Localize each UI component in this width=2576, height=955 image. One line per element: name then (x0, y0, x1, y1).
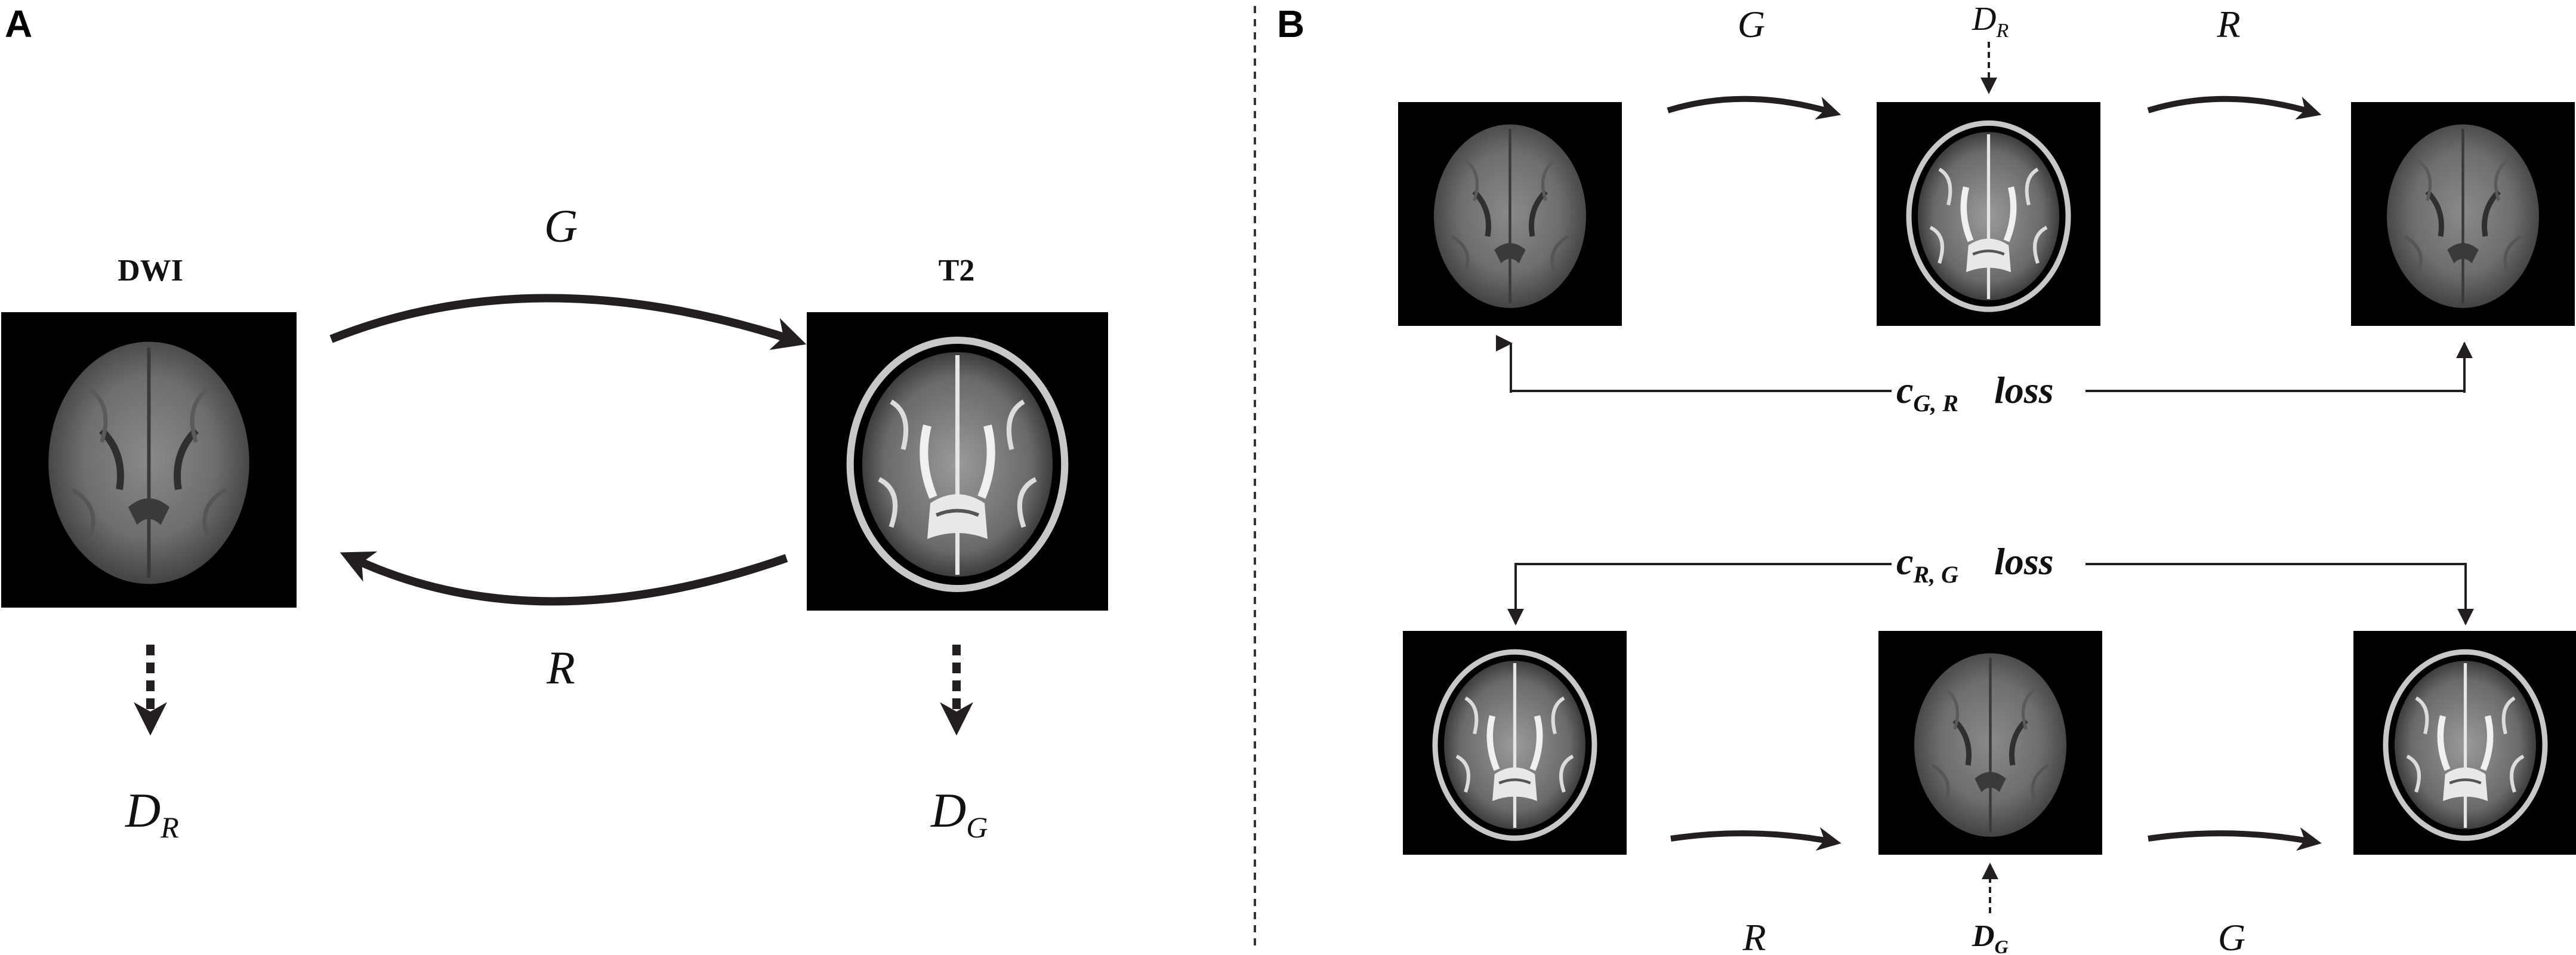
top-loss-word: loss (1994, 369, 2054, 411)
top-disc-sub: R (1995, 20, 2009, 42)
top-discriminator-label: DR (1972, 1, 2009, 42)
top-disc-main: D (1972, 1, 1996, 38)
generator-r-arrow (340, 551, 788, 606)
top-dwi-reconstructed-icon (2351, 102, 2575, 326)
top-cycle-loss-label: cG, R loss (1896, 369, 2054, 417)
bottom-g-label: G (2218, 916, 2245, 955)
top-g-label: G (1738, 3, 1765, 45)
bottom-discriminator-label: DG (1972, 919, 2009, 955)
panel-a-label: A (5, 2, 32, 45)
panel-b-label: B (1277, 2, 1304, 45)
top-t2-generated-icon (1877, 102, 2100, 326)
bottom-r-arrow (1670, 827, 1841, 851)
top-c-sub: G, R (1913, 390, 1958, 417)
discriminator-dg-label: DG (930, 783, 988, 844)
bottom-disc-main: D (1972, 919, 1995, 953)
generator-g-arrow (329, 294, 807, 350)
bottom-c-sub: R, G (1912, 561, 1958, 588)
t2-label: T2 (939, 254, 975, 288)
brain-mri-t2-icon (807, 312, 1108, 611)
bottom-g-arrow (2148, 827, 2322, 851)
top-r-label: R (2216, 3, 2240, 45)
r-label: R (546, 642, 575, 694)
bottom-disc-sub: G (1995, 936, 2009, 955)
brain-mri-dwi-icon (1, 312, 297, 608)
bottom-t2-input-icon (1403, 631, 1627, 855)
dg-main: D (930, 783, 966, 837)
bottom-dwi-generated-icon (1878, 631, 2102, 855)
bottom-c-main: c (1896, 540, 1913, 583)
dr-main: D (125, 783, 161, 837)
discriminator-dr-label: DR (125, 783, 179, 844)
dr-sub: R (160, 811, 179, 844)
top-g-arrow (1667, 96, 1841, 120)
top-r-arrow (2147, 96, 2322, 120)
bottom-loss-word: loss (1994, 540, 2054, 583)
g-label: G (544, 200, 578, 252)
bottom-r-label: R (1742, 916, 1766, 955)
top-c-main: c (1896, 369, 1913, 411)
bottom-t2-reconstructed-icon (2353, 631, 2576, 855)
bottom-cycle-loss-label: cR, G loss (1896, 540, 2054, 588)
top-dwi-input-icon (1398, 102, 1622, 326)
dg-sub: G (966, 811, 988, 844)
dwi-label: DWI (118, 254, 183, 288)
